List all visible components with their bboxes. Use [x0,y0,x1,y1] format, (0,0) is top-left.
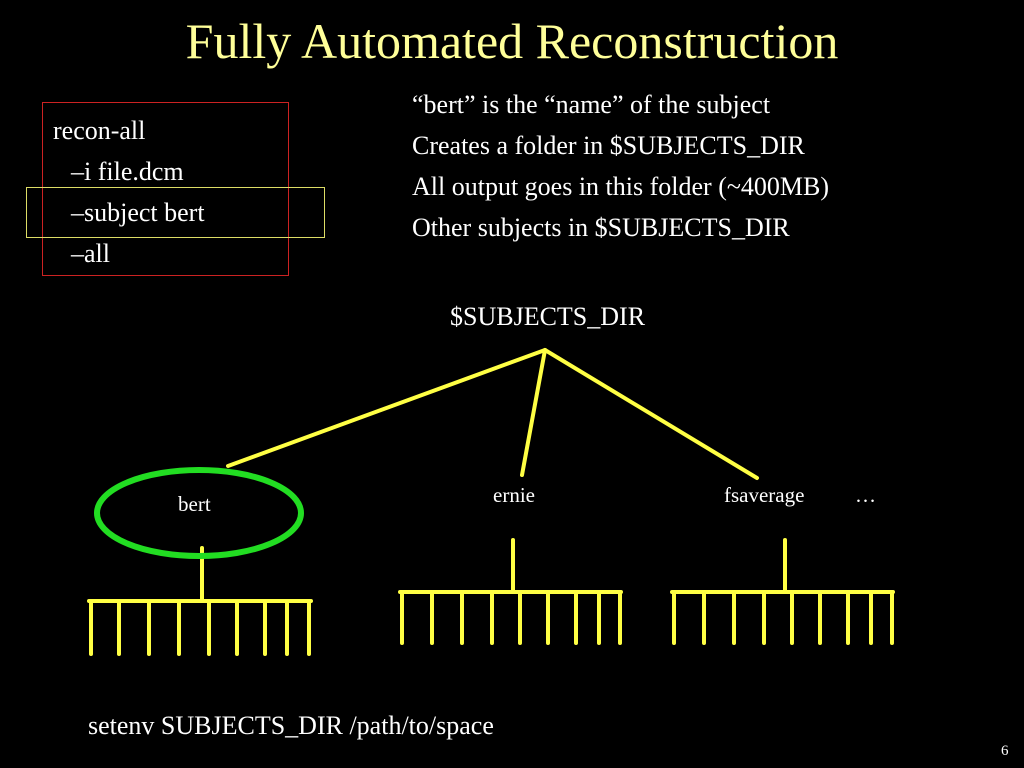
command-line-input: –i file.dcm [71,157,184,186]
note-line-2: Creates a folder in $SUBJECTS_DIR [412,131,805,160]
note-line-4: Other subjects in $SUBJECTS_DIR [412,213,790,242]
tree-node-fsaverage: fsaverage [724,483,805,507]
command-line-all: –all [71,239,110,268]
note-line-3: All output goes in this folder (~400MB) [412,172,830,201]
branch-to-fsaverage [543,348,759,480]
tree-node-ernie: ernie [493,483,535,507]
command-line-recon-all: recon-all [53,116,146,145]
branch-to-bert [226,348,547,468]
bert-highlight-ellipse [94,467,304,559]
tree-more-ellipsis: … [855,483,876,507]
setenv-command: setenv SUBJECTS_DIR /path/to/space [88,711,494,740]
tree-node-bert: bert [178,492,211,516]
note-line-1: “bert” is the “name” of the subject [412,90,771,119]
tree-root-label: $SUBJECTS_DIR [450,302,646,331]
branch-to-ernie [520,348,547,477]
page-number: 6 [1001,743,1009,759]
subject-highlight-box [26,187,325,238]
slide-title: Fully Automated Reconstruction [185,13,839,69]
command-line-subject: –subject bert [71,198,205,227]
command-box [42,102,289,276]
